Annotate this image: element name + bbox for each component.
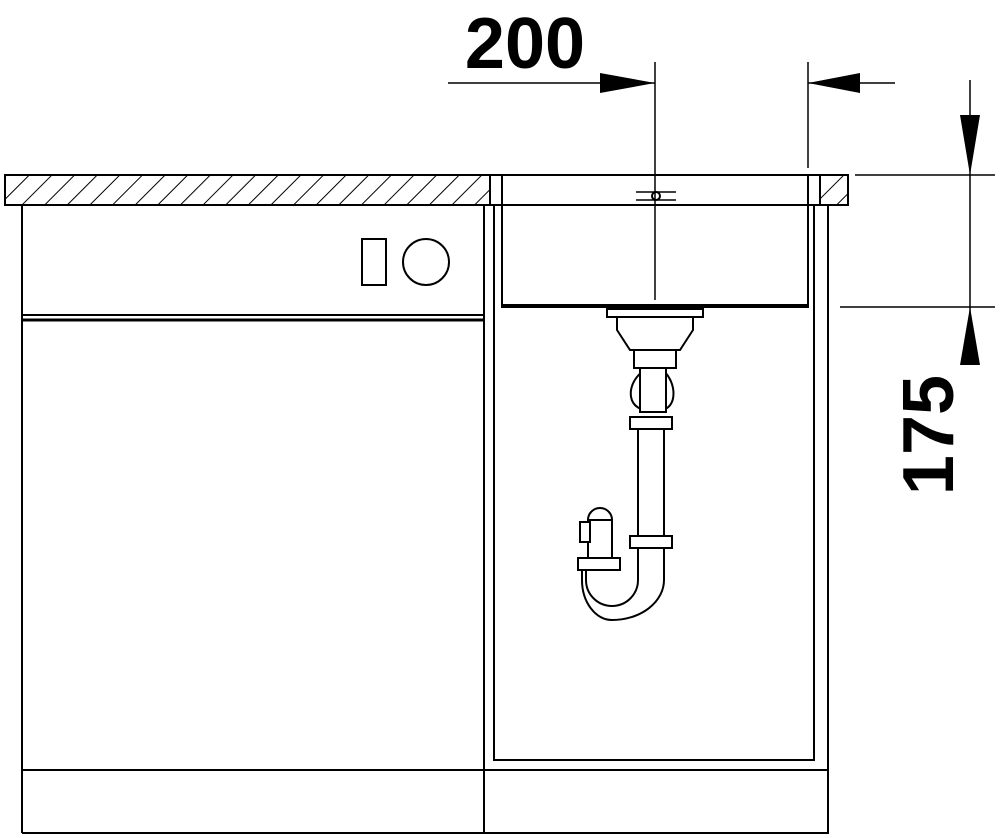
depth-dimension: 175: [840, 80, 995, 495]
arrow-up-icon: [960, 307, 980, 365]
width-dimension: 200: [448, 4, 895, 300]
sink-cabinet: [21, 204, 829, 834]
arrow-down-icon: [960, 115, 980, 175]
arrow-left-icon: [808, 73, 860, 93]
drain-siphon: [577, 308, 704, 622]
countertop: [4, 174, 849, 206]
drain-flange: [606, 308, 704, 318]
dishwasher-knob-circle: [402, 238, 450, 286]
sink-bowl: [501, 174, 809, 308]
arrow-right-icon: [600, 73, 655, 93]
width-label: 200: [465, 4, 585, 84]
dishwasher-cabinet: [21, 204, 485, 771]
dishwasher-button-rect: [361, 238, 387, 286]
depth-label: 175: [889, 375, 969, 495]
overflow-icon: [636, 191, 676, 201]
